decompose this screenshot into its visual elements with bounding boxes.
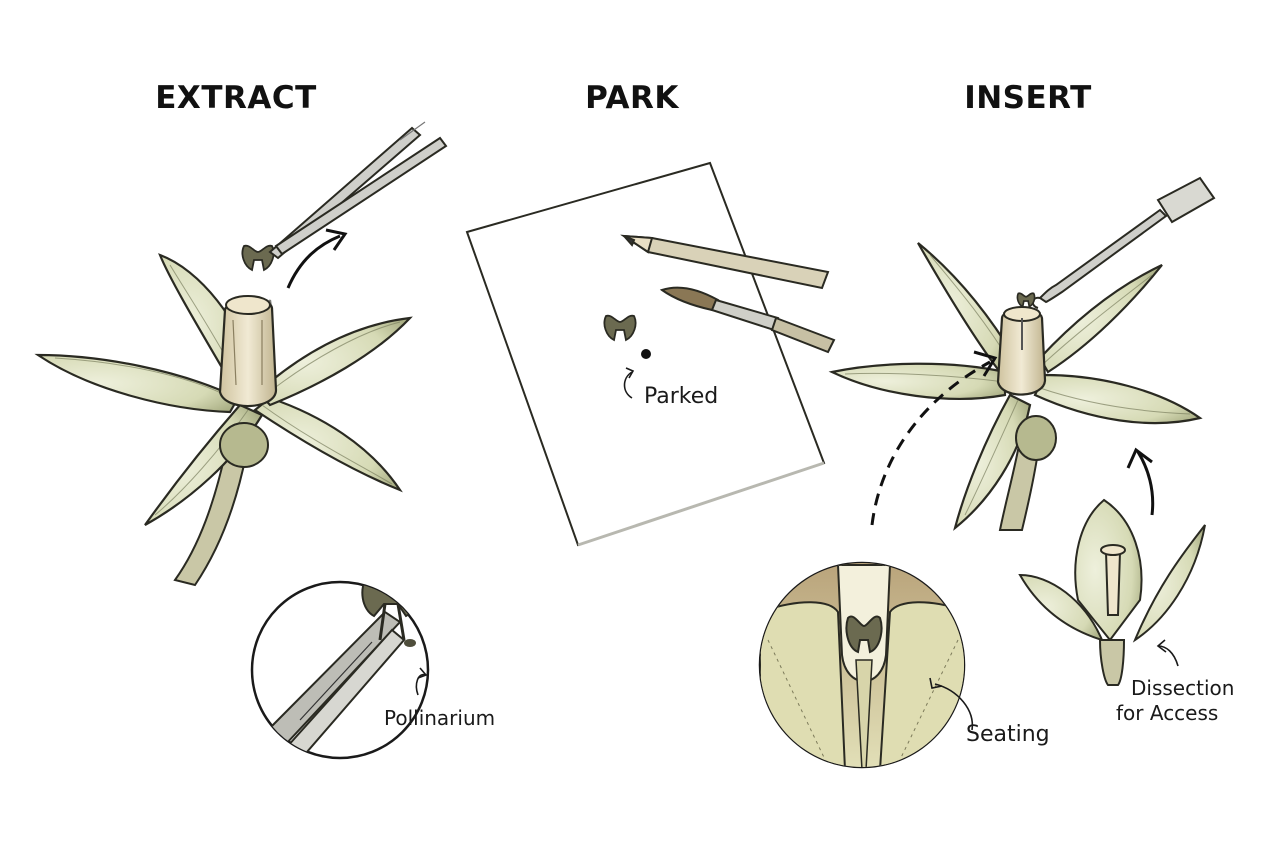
probe-icon	[1032, 176, 1216, 309]
orchid-stem	[173, 448, 248, 587]
insert-panel	[758, 176, 1216, 769]
arrow-icon	[1126, 447, 1155, 516]
magnifier-inset-icon	[250, 580, 430, 760]
parked-dot	[641, 349, 651, 359]
extract-panel	[34, 121, 448, 760]
dissection-label-line1: Dissection	[1131, 676, 1235, 700]
paintbrush-icon	[659, 286, 836, 354]
parked-pollinarium-icon	[603, 314, 637, 342]
magnifier-inset-icon	[758, 561, 974, 769]
dissected-flower-icon	[1018, 498, 1206, 686]
parked-label: Parked	[644, 384, 719, 409]
dissection-label-line2: for Access	[1116, 701, 1219, 725]
orchid-flower-icon	[828, 242, 1203, 531]
dashed-arrow-icon	[870, 350, 998, 526]
tweezers-icon	[268, 121, 448, 260]
orchid-stem	[998, 448, 1040, 531]
orchid-column	[218, 299, 278, 408]
insert-title: INSERT	[964, 80, 1092, 116]
park-title: PARK	[585, 80, 679, 116]
seating-label: Seating	[966, 722, 1050, 747]
arrow-icon	[286, 228, 348, 289]
pencil-icon	[620, 234, 830, 290]
pollinarium-label: Pollinarium	[384, 706, 496, 730]
pollinarium-icon	[241, 244, 275, 272]
extract-title: EXTRACT	[155, 80, 317, 116]
park-panel	[465, 161, 836, 547]
